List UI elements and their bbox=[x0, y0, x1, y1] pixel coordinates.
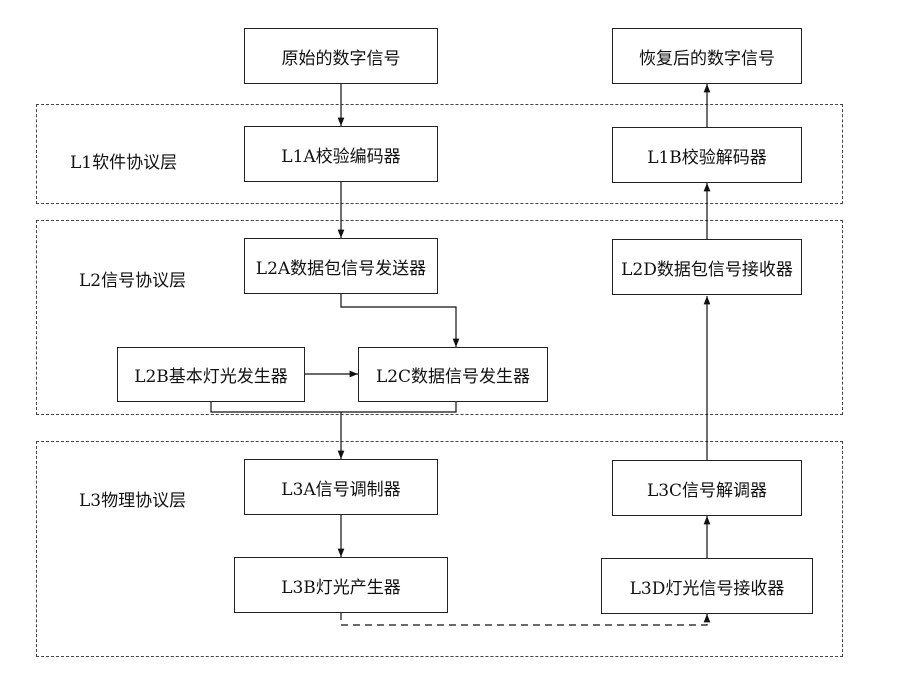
arrow-l2a-to-l2c bbox=[340, 294, 460, 347]
arrow-l3b-to-l3d-dashed bbox=[340, 613, 711, 626]
l1a-checksum-encoder-box: L1A校验编码器 bbox=[244, 126, 438, 182]
l3d-light-signal-receiver-box: L3D灯光信号接收器 bbox=[601, 558, 813, 614]
l2d-packet-receiver-box: L2D数据包信号接收器 bbox=[612, 239, 802, 295]
layer-l1-frame bbox=[36, 104, 843, 204]
l2c-data-signal-generator-box: L2C数据信号发生器 bbox=[358, 347, 548, 402]
l3c-signal-demodulator-box: L3C信号解调器 bbox=[612, 460, 802, 516]
layer-l2-label: L2信号协议层 bbox=[79, 271, 187, 291]
line-l2b-merge bbox=[210, 402, 341, 413]
layer-l2-frame bbox=[36, 220, 843, 415]
layer-l3-label: L3物理协议层 bbox=[79, 491, 187, 511]
recovered-signal-box: 恢复后的数字信号 bbox=[612, 28, 802, 84]
l1b-checksum-decoder-box: L1B校验解码器 bbox=[612, 127, 802, 183]
layer-l1-label: L1软件协议层 bbox=[70, 153, 178, 173]
layer-l3-frame bbox=[36, 441, 843, 657]
line-l2c-merge bbox=[341, 402, 457, 413]
l2b-basic-light-generator-box: L2B基本灯光发生器 bbox=[117, 347, 305, 402]
l3a-signal-modulator-box: L3A信号调制器 bbox=[244, 459, 438, 515]
l3b-light-producer-box: L3B灯光产生器 bbox=[234, 557, 448, 613]
original-signal-box: 原始的数字信号 bbox=[244, 28, 438, 84]
l2a-packet-sender-box: L2A数据包信号发送器 bbox=[244, 238, 438, 294]
